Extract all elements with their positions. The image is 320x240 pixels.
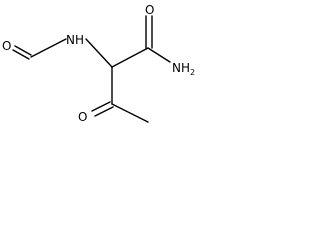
bond-formyl-c-n	[30, 38, 67, 58]
molecule-structure: O N H O N H 2 O	[2, 3, 195, 124]
bond-n-alpha-c	[85, 38, 113, 68]
bond-ketone-c-methyl	[111, 103, 149, 123]
molecule-diagram: O N H O N H 2 O	[0, 0, 204, 138]
atom-amide-hydrogen: H	[75, 33, 84, 47]
bond-ketone-c-o-2	[94, 106, 114, 117]
atom-formyl-oxygen: O	[2, 39, 11, 53]
atom-amide-nitrogen: N	[66, 33, 75, 47]
atom-ketone-oxygen: O	[78, 110, 87, 124]
atom-carboxamide-hydrogen-count: 2	[190, 68, 195, 77]
bond-ketone-c-o-1	[91, 101, 111, 112]
bond-formyl-c-o-2	[14, 45, 32, 56]
bond-formyl-c-o-1	[12, 49, 30, 60]
atom-carboxamide-nitrogen: N	[172, 61, 181, 75]
bond-alpha-c-amide-c	[111, 47, 149, 68]
bond-amide-c-n	[147, 47, 171, 63]
atom-carboxamide-hydrogen: H	[181, 61, 190, 75]
atom-carboxamide-oxygen: O	[145, 3, 154, 17]
